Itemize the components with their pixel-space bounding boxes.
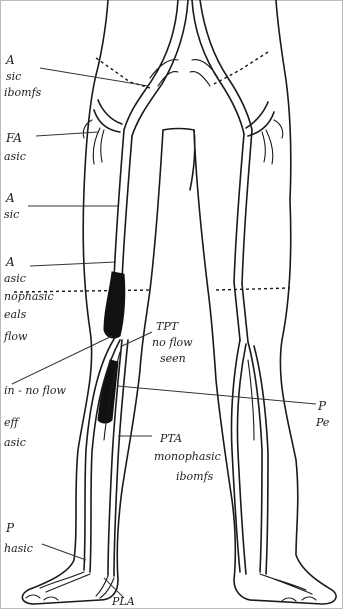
- label-l2b: asic: [4, 150, 26, 163]
- label-r3a: PTA: [159, 432, 182, 445]
- label-b1: PLA: [111, 595, 135, 608]
- label-r1a: TPT: [156, 320, 180, 333]
- label-l1c: ibomfs: [4, 86, 42, 99]
- label-r2b: Pe: [315, 416, 330, 429]
- label-r3b: monophasic: [154, 450, 221, 463]
- label-r1b: no flow: [152, 336, 193, 349]
- label-l4d: eals: [4, 308, 27, 321]
- label-l3a: A: [5, 191, 15, 205]
- label-l2a: FA: [5, 131, 22, 145]
- label-l6a: eff: [4, 416, 21, 429]
- label-l5: in - no flow: [4, 384, 66, 397]
- label-l4e: flow: [3, 330, 28, 343]
- label-l1b: sic: [6, 70, 21, 83]
- label-r2a: P: [317, 399, 327, 413]
- label-l3b: sic: [4, 208, 19, 221]
- label-l4a: A: [5, 255, 15, 269]
- label-l4c: nophasic: [4, 290, 54, 303]
- label-r1c: seen: [160, 352, 186, 365]
- label-l1a: A: [5, 53, 15, 67]
- label-l7b: hasic: [4, 542, 33, 555]
- label-l7a: P: [5, 521, 15, 535]
- label-r3c: ibomfs: [176, 470, 214, 483]
- label-l4b: asic: [4, 272, 26, 285]
- label-l6b: asic: [4, 436, 26, 449]
